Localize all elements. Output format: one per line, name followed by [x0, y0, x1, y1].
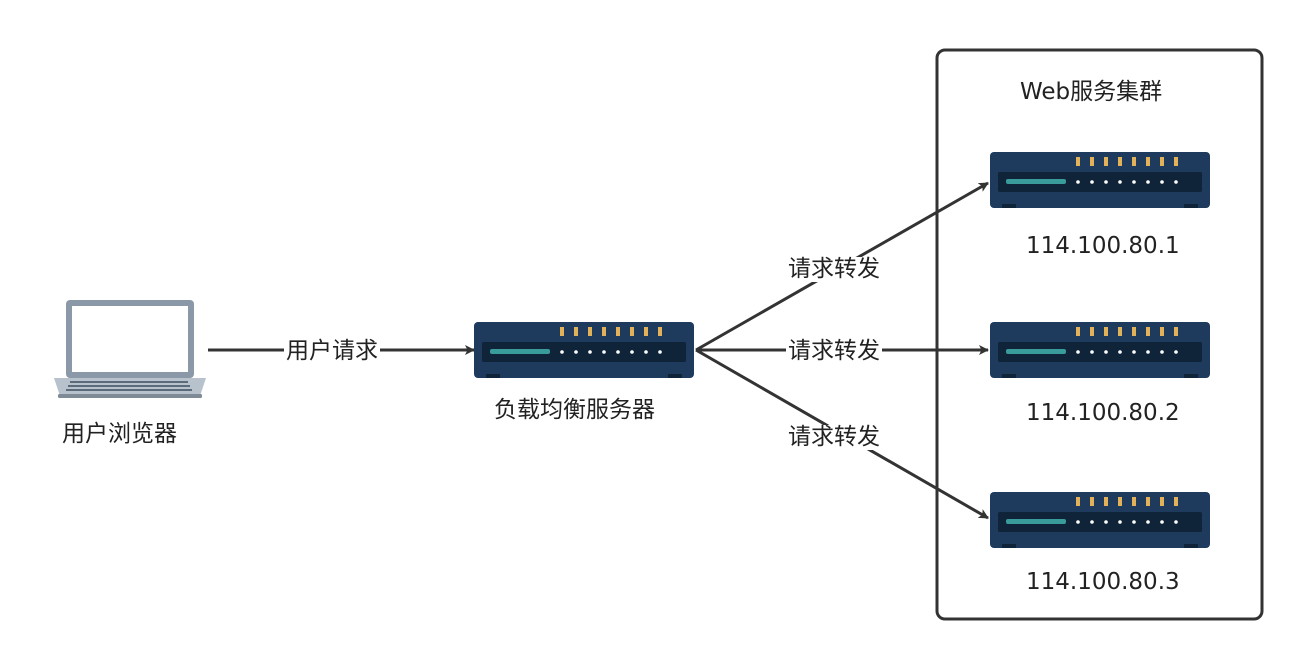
load-balancer-icon [474, 322, 694, 378]
laptop-icon [54, 300, 206, 398]
web-server-icon-3 [990, 492, 1210, 548]
edge-label-forward-2: 请求转发 [786, 338, 882, 364]
web-cluster-container [935, 48, 1264, 621]
web-server-icon-1 [990, 152, 1210, 208]
edge-label-forward-1: 请求转发 [786, 256, 882, 282]
server-ip-1: 114.100.80.1 [1026, 233, 1180, 259]
server-ip-3: 114.100.80.3 [1026, 569, 1180, 595]
load-balancer-label: 负载均衡服务器 [494, 397, 655, 423]
server-ip-2: 114.100.80.2 [1026, 400, 1180, 426]
edge-label-forward-3: 请求转发 [786, 424, 882, 450]
cluster-title: Web服务集群 [1020, 79, 1163, 105]
edge-label-user-request: 用户请求 [284, 338, 380, 364]
browser-label: 用户浏览器 [62, 421, 177, 447]
web-server-icon-2 [990, 322, 1210, 378]
